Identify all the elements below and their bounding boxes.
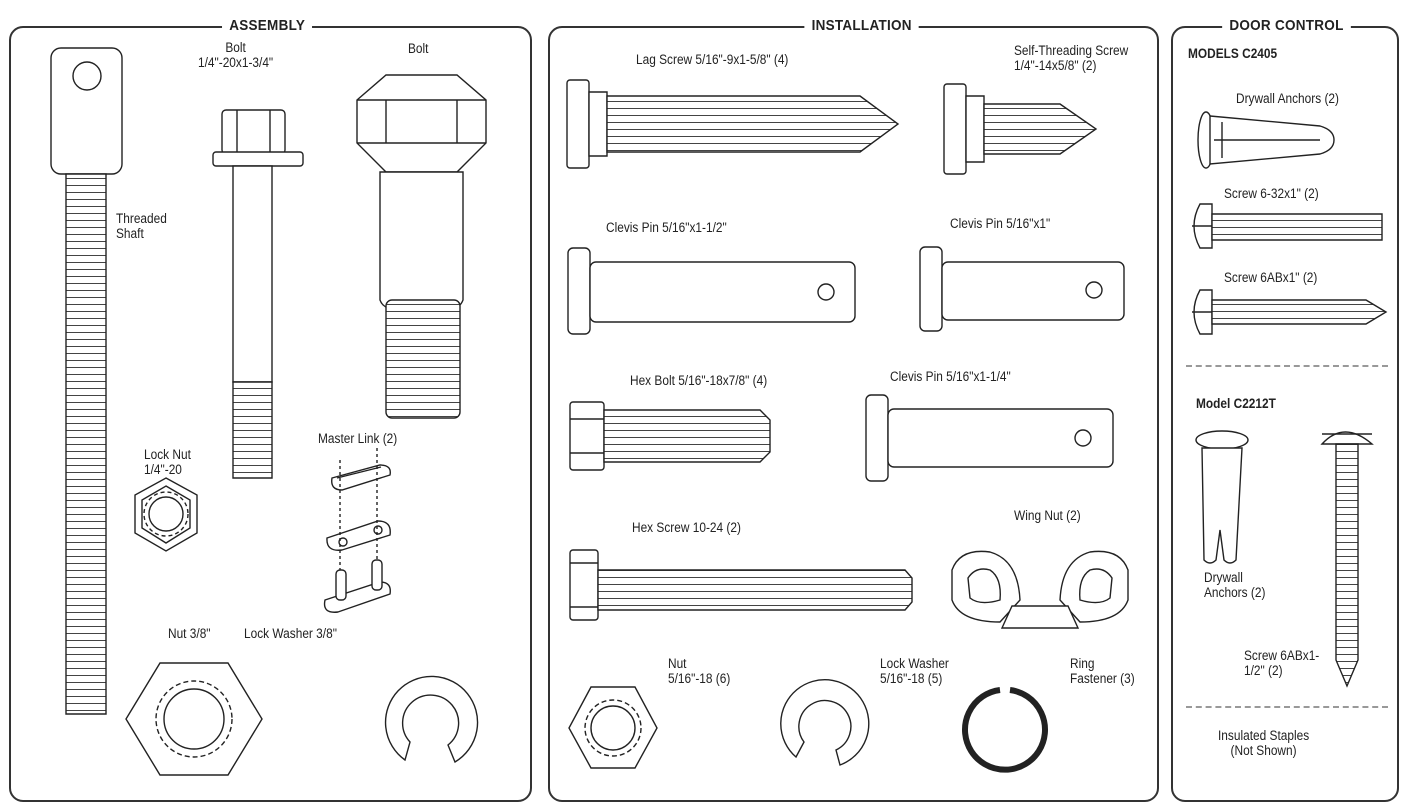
assembly-title: ASSEMBLY <box>222 17 313 34</box>
clevis-pin-1-drawing <box>568 248 855 334</box>
clevis-pin-2-drawing <box>920 247 1124 331</box>
master-link-drawing <box>325 448 391 612</box>
screw-6ab-long-label: Screw 6ABx1- 1/2" (2) <box>1244 648 1320 678</box>
door-control-panel: DOOR CONTROL <box>1171 17 1399 802</box>
hex-screw-label: Hex Screw 10-24 (2) <box>632 520 741 535</box>
drywall-anchors-2-label: Drywall Anchors (2) <box>1204 570 1266 600</box>
ring-fastener-drawing <box>965 690 1045 770</box>
models-c2405-heading: MODELS C2405 <box>1188 46 1278 61</box>
model-c2212t-heading: Model C2212T <box>1196 396 1276 411</box>
screw-6-32-label: Screw 6-32x1" (2) <box>1224 186 1319 201</box>
small-lock-washer-drawing <box>781 680 869 765</box>
small-bolt-drawing <box>213 110 303 478</box>
wing-nut-drawing <box>952 551 1128 628</box>
small-lock-washer-label: Lock Washer 5/16"-18 (5) <box>880 656 949 686</box>
assembly-panel: ASSEMBLY <box>9 17 532 802</box>
clevis-pin-1-label: Clevis Pin 5/16"x1-1/2" <box>606 220 727 235</box>
master-link-label: Master Link (2) <box>318 431 398 446</box>
small-nut-label: Nut 5/16"-18 (6) <box>668 656 731 686</box>
wing-nut-label: Wing Nut (2) <box>1014 508 1081 523</box>
nut-label: Nut 3/8" <box>168 626 211 641</box>
screw-6-32-drawing <box>1192 204 1382 248</box>
lock-washer-label: Lock Washer 3/8" <box>244 626 337 641</box>
installation-title: INSTALLATION <box>804 17 920 34</box>
insulated-staples-label: Insulated Staples (Not Shown) <box>1218 728 1310 758</box>
large-bolt-drawing <box>357 75 486 418</box>
installation-panel: INSTALLATION <box>548 17 1159 802</box>
large-bolt-label: Bolt <box>408 41 429 56</box>
drywall-anchor-1-drawing <box>1198 112 1334 168</box>
lock-nut-label: Lock Nut 1/4"-20 <box>144 447 191 477</box>
lock-nut-drawing <box>135 478 197 551</box>
threaded-shaft-label: Threaded Shaft <box>116 211 167 241</box>
hex-bolt-drawing <box>570 402 770 470</box>
long-screw-drawing <box>1322 432 1372 686</box>
ring-fastener-label: Ring Fastener (3) <box>1070 656 1135 686</box>
hex-screw-drawing <box>570 550 912 620</box>
screw-6ab-drawing <box>1192 290 1386 334</box>
self-threading-screw-drawing <box>944 84 1096 174</box>
hex-bolt-label: Hex Bolt 5/16"-18x7/8" (4) <box>630 373 768 388</box>
section-divider-2 <box>1186 706 1388 708</box>
lag-screw-label: Lag Screw 5/16"-9x1-5/8" (4) <box>636 52 789 67</box>
self-threading-screw-label: Self-Threading Screw 1/4"-14x5/8" (2) <box>1014 43 1129 73</box>
screw-6ab-label: Screw 6ABx1" (2) <box>1224 270 1318 285</box>
drywall-anchors-1-label: Drywall Anchors (2) <box>1236 91 1339 106</box>
threaded-shaft-drawing <box>51 48 122 714</box>
small-nut-drawing <box>569 687 657 768</box>
clevis-pin-3-drawing <box>866 395 1113 481</box>
section-divider-1 <box>1186 365 1388 367</box>
nut-drawing <box>126 663 262 775</box>
clevis-pin-3-label: Clevis Pin 5/16"x1-1/4" <box>890 369 1011 384</box>
door-control-title: DOOR CONTROL <box>1222 17 1351 34</box>
small-bolt-label: Bolt 1/4"-20x1-3/4" <box>198 40 274 70</box>
drywall-anchor-2-drawing <box>1196 431 1248 563</box>
lag-screw-drawing <box>567 80 898 168</box>
clevis-pin-2-label: Clevis Pin 5/16"x1" <box>950 216 1051 231</box>
lock-washer-drawing <box>386 676 478 762</box>
